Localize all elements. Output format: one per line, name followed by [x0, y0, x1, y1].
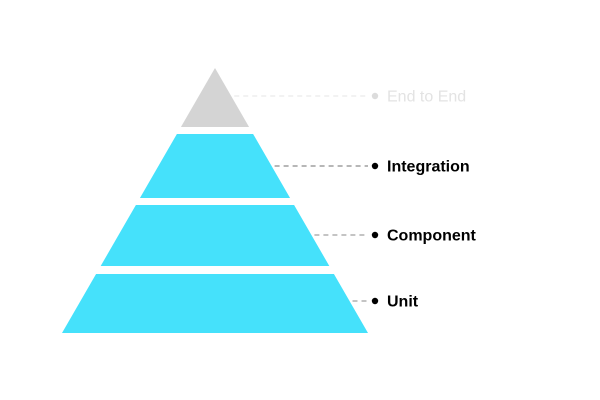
pyramid-layer-component: [100, 205, 330, 266]
layer-label-component: Component: [387, 228, 477, 245]
layer-label-integration: Integration: [387, 159, 470, 176]
pyramid-layer-end-to-end: [180, 68, 250, 127]
layer-label-unit: Unit: [387, 294, 419, 311]
layer-label-end-to-end: End to End: [387, 89, 466, 106]
bullet-dot-end-to-end: [371, 92, 379, 100]
bullet-dot-unit: [371, 297, 379, 305]
pyramid-layer-unit: [62, 274, 368, 333]
pyramid-layer-integration: [139, 134, 291, 198]
bullet-dot-integration: [371, 162, 379, 170]
bullet-dot-component: [371, 231, 379, 239]
